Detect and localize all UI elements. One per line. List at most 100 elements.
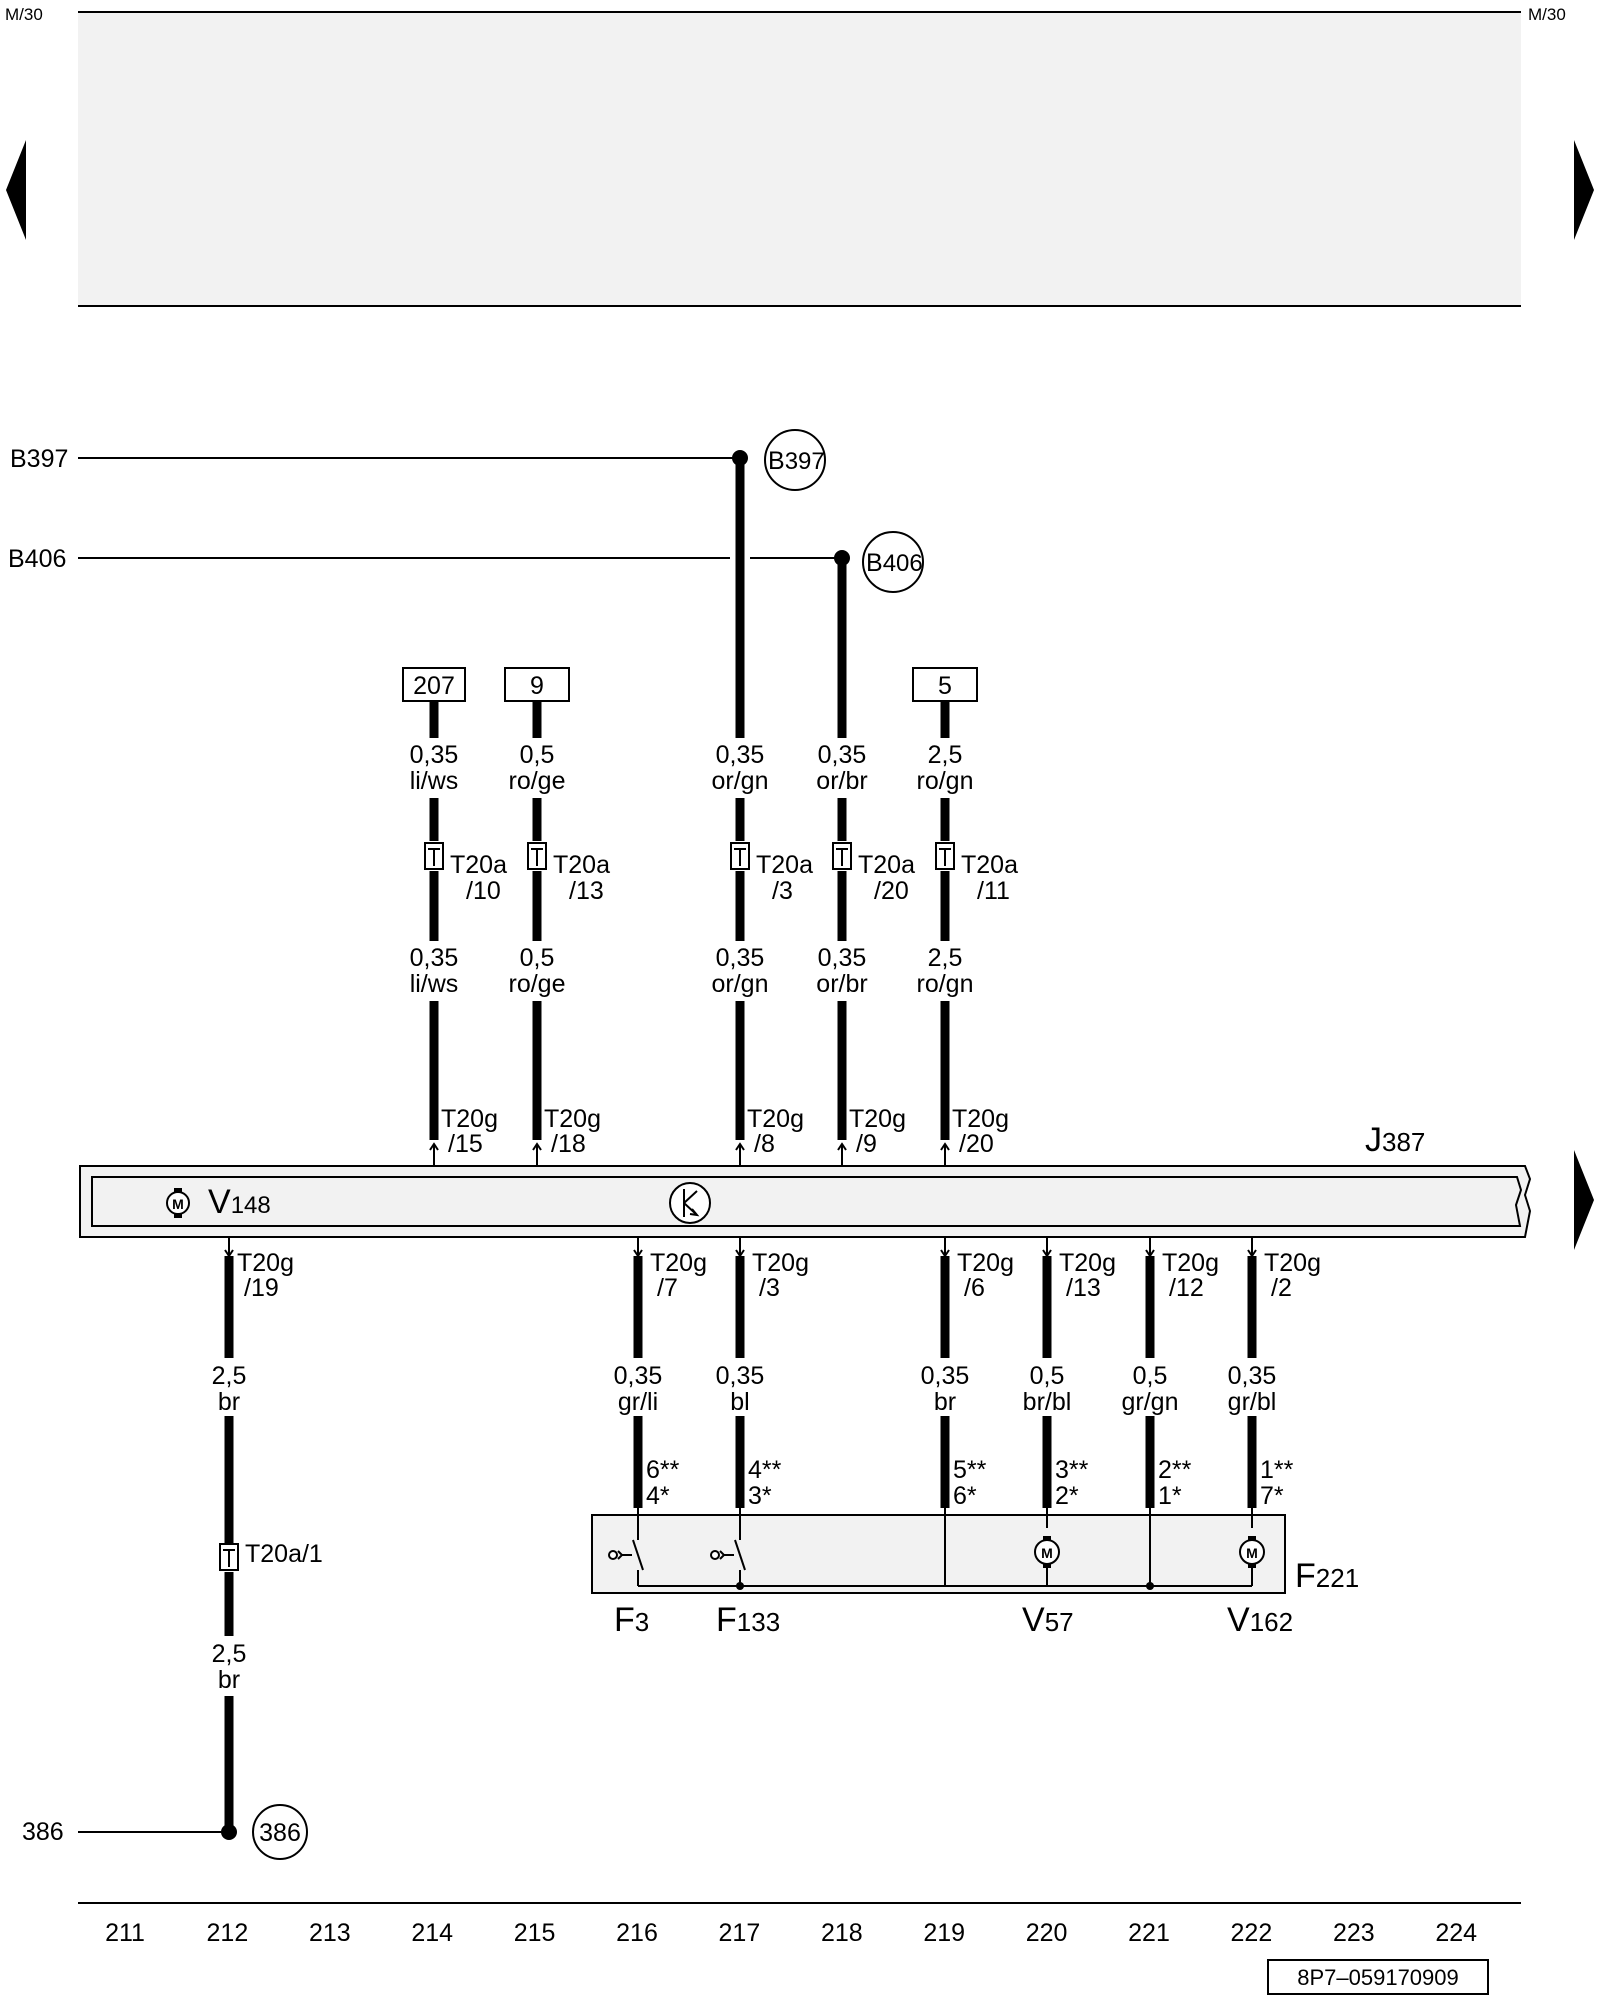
wire-top-1-color2: li/ws [410,970,459,998]
wire-bottom-1-gauge2: 2,5 [212,1640,247,1668]
ground-386-circle [252,1804,308,1860]
wire-top-2-gauge2: 0,5 [520,944,555,972]
t20a-connectors-top [424,842,955,870]
track-number: 219 [923,1919,965,1947]
ground-386-left-label: 386 [22,1818,64,1846]
wire-top-2-gauge: 0,5 [520,741,555,769]
header-panel [78,12,1521,306]
wire-top-5-pin-g: /20 [959,1130,994,1158]
reference-box-207 [402,667,466,702]
wire-bottom-1-t20g: T20g [237,1249,294,1277]
wire-bottom-3-pin-g: /3 [759,1274,780,1302]
wire-bottom-5-t20g: T20g [1059,1249,1116,1277]
wire-bottom-2-pin-g: /7 [657,1274,678,1302]
module-j387: J387 M V148 [79,1121,1532,1238]
track-number: 218 [821,1919,863,1947]
wire-bottom-4-pin-g: /6 [964,1274,985,1302]
ground-b406-circle-label: B406 [866,549,923,577]
track-number: 221 [1128,1919,1170,1947]
next-page-arrow-icon[interactable] [1574,140,1594,240]
wire-bottom-5-gauge: 0,5 [1030,1362,1065,1390]
wire-bottom-6-pin-g: /12 [1169,1274,1204,1302]
wire-top-3-color: or/gn [712,767,769,795]
reference-box-9 [504,667,570,702]
wire-bottom-7-color: gr/bl [1228,1388,1277,1416]
reference-box-5 [912,667,978,702]
page-corner-right: M/30 [1528,5,1566,24]
component-f221-label: F221 [1295,1557,1359,1595]
wire-top-5-gauge2: 2,5 [928,944,963,972]
wire-bottom-2-t20g: T20g [650,1249,707,1277]
wire-top-4-pin: /20 [874,877,909,905]
wire-top-3-gauge2: 0,35 [716,944,765,972]
wire-bottom-2-gauge: 0,35 [614,1362,663,1390]
wire-top-4-conn: T20a [858,851,915,879]
component-v57-label: V57 [1022,1601,1074,1639]
wire-bottom-2-pin-a: 6** [646,1456,680,1484]
track-number: 220 [1026,1919,1068,1947]
module-top-pins [429,1142,950,1166]
track-number: 214 [411,1919,453,1947]
wire-top-2-color: ro/ge [509,767,566,795]
wire-bottom-6-pin-b: 1* [1158,1482,1182,1510]
track-number: 212 [207,1919,249,1947]
wire-top-3-conn: T20a [756,851,813,879]
wire-top-4-t20g: T20g [849,1105,906,1133]
switch-f133-icon [719,1539,746,1571]
wire-top-5-conn: T20a [961,851,1018,879]
reference-9-label: 9 [530,672,544,700]
wire-bottom-4-pin-b: 6* [953,1482,977,1510]
wire-bottom-5-color: br/bl [1023,1388,1072,1416]
wire-top-5-gauge: 2,5 [928,741,963,769]
switch-f3-icon [617,1539,644,1571]
wire-bottom-5-pin-a: 3** [1055,1456,1089,1484]
wire-top-1-conn: T20a [450,851,507,879]
wire-top-4-gauge2: 0,35 [818,944,867,972]
transistor-icon [669,1182,711,1224]
module-j387-inner [91,1176,1523,1227]
wire-top-1-gauge2: 0,35 [410,944,459,972]
wire-bottom-1-pin-g: /19 [244,1274,279,1302]
track-number: 213 [309,1919,351,1947]
track-number: 217 [719,1919,761,1947]
wire-bottom-1-color2: br [218,1666,240,1694]
continue-right-arrow-icon[interactable] [1574,1150,1594,1250]
wire-bottom-1-color: br [218,1388,240,1416]
page-corner-left: M/30 [5,5,43,24]
ground-b397-left-label: B397 [10,445,68,473]
ground-b406-left-label: B406 [8,545,66,573]
wire-top-2-t20g: T20g [544,1105,601,1133]
ground-386-junction [221,1824,237,1840]
wire-top-2-pin: /13 [569,877,604,905]
wire-top-1-color: li/ws [410,767,459,795]
ground-b397-circle [764,429,826,491]
page-code: 8P7–059170909 [1297,1965,1459,1990]
wire-bottom-7-pin-b: 7* [1260,1482,1284,1510]
wire-bottom-1-conn: T20a/1 [245,1540,323,1568]
wire-bottom-4-t20g: T20g [957,1249,1014,1277]
track-number: 216 [616,1919,658,1947]
wire-bottom-4-pin-a: 5** [953,1456,987,1484]
bottom-wire-labels: T20g /19 2,5 br T20a/1 2,5 br T20g /7 0,… [212,1249,1321,1694]
track-number: 211 [105,1919,145,1947]
wire-bottom-5-pin-g: /13 [1066,1274,1101,1302]
wire-top-2-pin-g: /18 [551,1130,586,1158]
wire-bottom-7-t20g: T20g [1264,1249,1321,1277]
component-f221-box [591,1514,1286,1594]
track-number: 223 [1333,1919,1375,1947]
wire-bottom-4-color: br [934,1388,956,1416]
wire-top-1-pin-g: /15 [448,1130,483,1158]
wire-top-4-gauge: 0,35 [818,741,867,769]
component-v162-label: V162 [1227,1601,1293,1639]
previous-page-arrow-icon[interactable] [6,140,26,240]
wire-top-4-pin-g: /9 [856,1130,877,1158]
wire-bottom-3-pin-b: 3* [748,1482,772,1510]
wire-bottom-3-t20g: T20g [752,1249,809,1277]
wire-bottom-4-gauge: 0,35 [921,1362,970,1390]
ground-b397-circle-label: B397 [768,447,825,475]
top-wires [429,458,950,1140]
wire-bottom-6-color: gr/gn [1122,1388,1179,1416]
wire-bottom-2-color: gr/li [618,1388,658,1416]
wire-bottom-3-pin-a: 4** [748,1456,782,1484]
wire-top-4-color: or/br [816,767,867,795]
